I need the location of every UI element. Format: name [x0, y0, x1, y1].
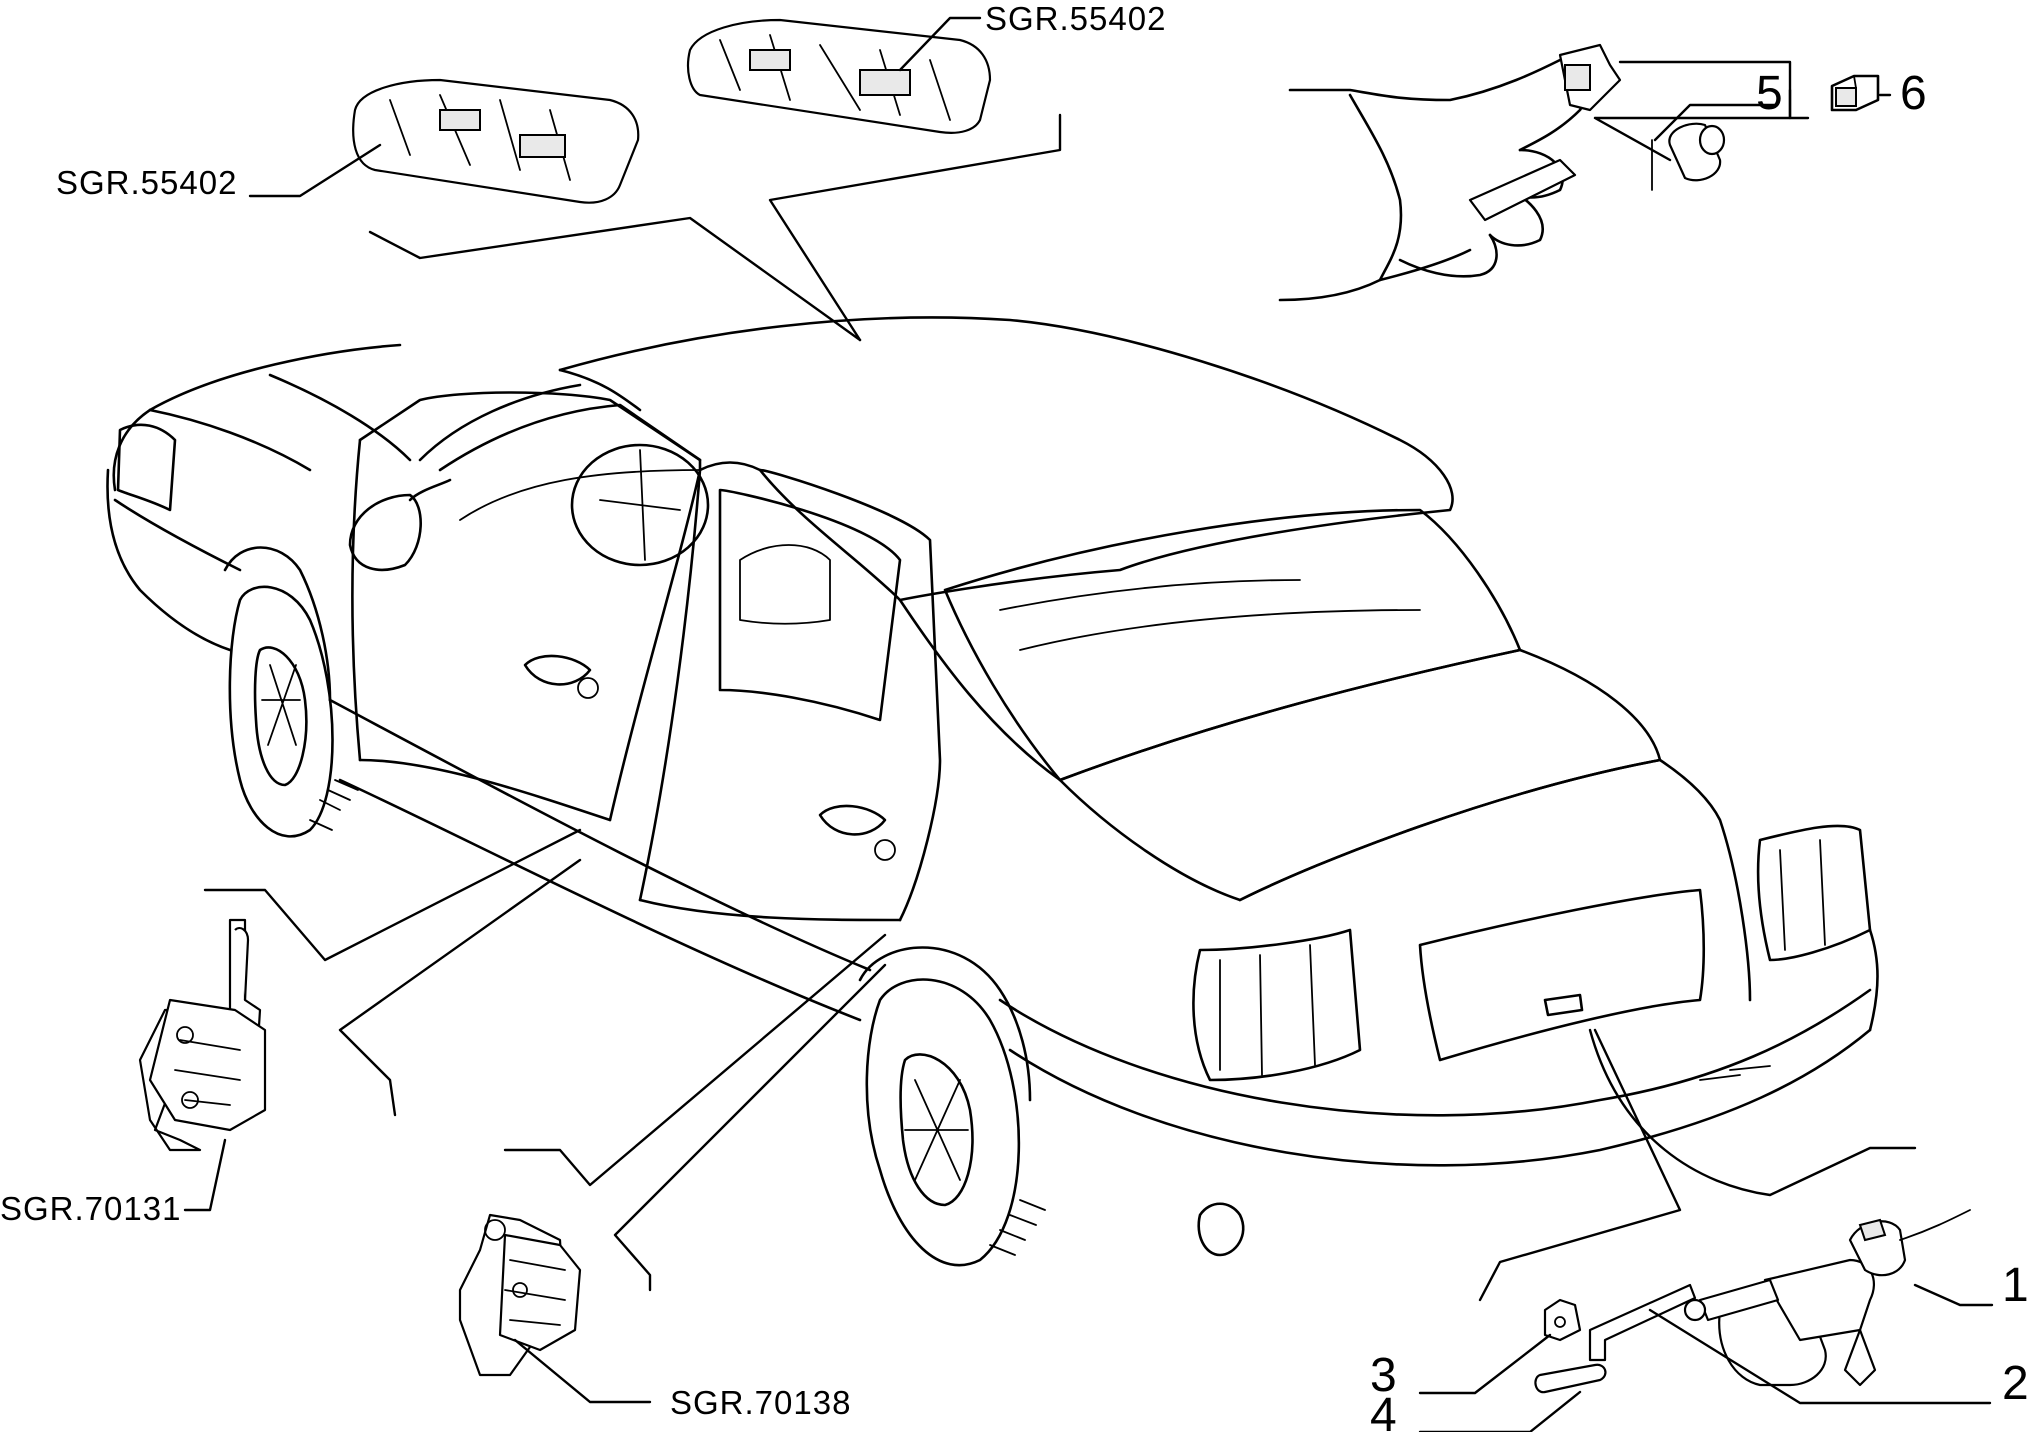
- car-body: [106, 316, 1879, 1267]
- leader-70131: [183, 1138, 227, 1212]
- leader-top-left: [248, 143, 382, 198]
- lock-rod: [1588, 1283, 1697, 1362]
- trunk-lock-actuator: [1683, 1209, 1971, 1387]
- callout-4: 4: [1370, 1389, 1397, 1442]
- leader-70138-upper: [503, 933, 887, 1187]
- ref-label-top-center: SGR.55402: [985, 0, 1167, 37]
- key-cap-part: [1668, 122, 1726, 182]
- leader-4: [1418, 1390, 1582, 1432]
- leader-1-upper: [1588, 1028, 1917, 1197]
- ref-label-left-lock: SGR.70131: [0, 1190, 182, 1227]
- leader-2: [1648, 1308, 1992, 1405]
- lock-plate: [1534, 1363, 1607, 1394]
- callout-2: 2: [2002, 1357, 2029, 1410]
- callout-3: 3: [1370, 1349, 1397, 1402]
- leader-3: [1418, 1333, 1552, 1395]
- lock-clip: [1543, 1298, 1582, 1342]
- leader-top-center-to-roof: [768, 113, 1062, 342]
- leader-top-left-to-roof: [368, 216, 862, 342]
- leader-2-upper: [1478, 1028, 1682, 1302]
- door-lock-front: [138, 918, 267, 1152]
- courtesy-lamp-center: [686, 18, 992, 134]
- leader-70138-lower: [613, 963, 887, 1292]
- leader-70138: [513, 1338, 652, 1404]
- callout-6: 6: [1900, 67, 1927, 120]
- door-lock-rear: [458, 1213, 582, 1377]
- ref-label-top-left: SGR.55402: [56, 164, 238, 201]
- hand-with-key: [1278, 43, 1622, 302]
- leader-70131-lower: [338, 858, 582, 1117]
- leader-70131-upper: [203, 828, 582, 962]
- box-kit-icon: [1830, 74, 1880, 112]
- bracket-5-6: [1788, 88, 1810, 120]
- leader-5-cap: [1653, 103, 1777, 142]
- ref-label-bottom-lock: SGR.70138: [670, 1384, 852, 1421]
- leader-1: [1913, 1283, 1994, 1307]
- callout-5: 5: [1756, 67, 1783, 120]
- courtesy-lamp-left: [352, 78, 640, 204]
- callout-1: 1: [2002, 1259, 2029, 1312]
- leader-top-center: [898, 16, 982, 72]
